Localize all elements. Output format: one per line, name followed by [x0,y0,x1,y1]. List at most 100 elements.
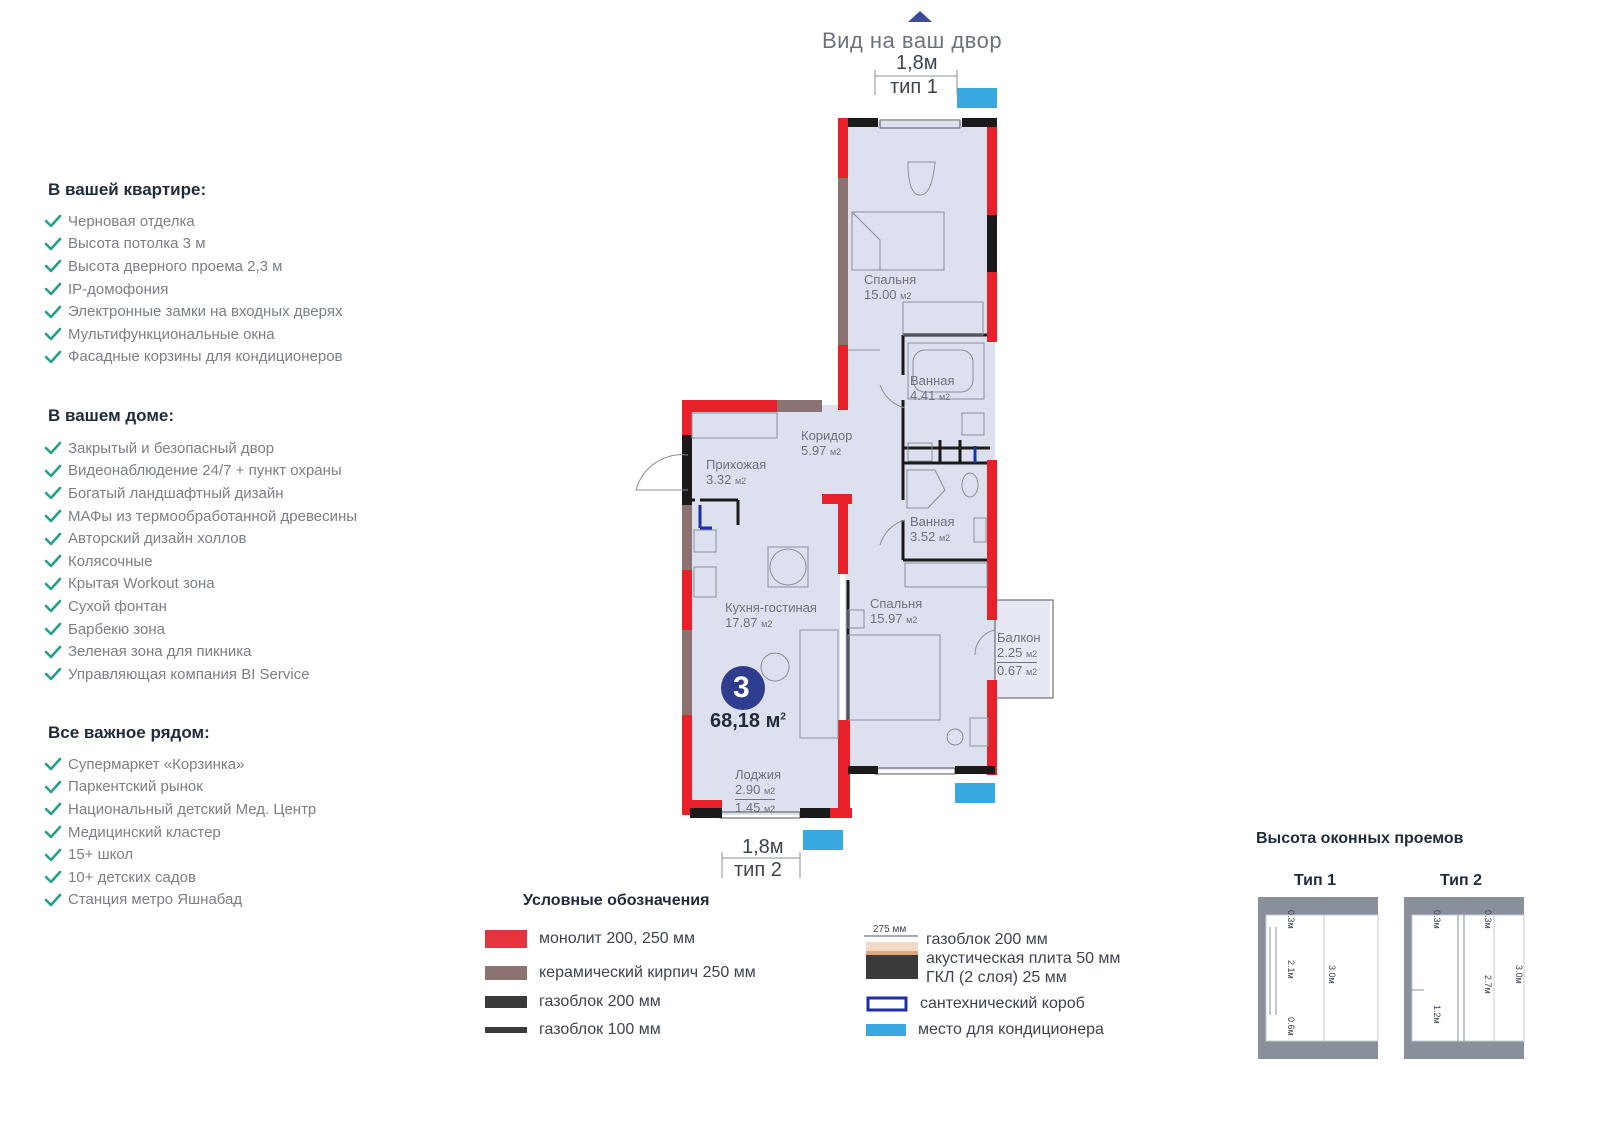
monolith-walls [682,118,997,818]
room-area-secondary: 1.45 м2 [735,799,776,815]
check-icon [44,327,62,341]
room-area: 5.97 м2 [801,443,842,458]
feature-item: 10+ детских садов [44,866,316,889]
check-icon [44,600,62,613]
window-type2-label: Тип 2 [1440,872,1483,889]
check-icon [44,554,62,568]
check-icon [44,893,62,907]
feature-text: Управляющая компания BI Service [68,665,310,683]
check-icon [44,260,62,273]
feature-text: Мультифункциональные окна [68,325,275,343]
feature-item: IP-домофония [44,278,343,301]
feature-item: Авторский дизайн холлов [44,527,357,550]
plumbing-box-swatch [866,996,908,1012]
top-window-size: 1,8м [896,52,938,74]
composite-dimension: 275 мм [873,924,907,935]
check-icon [44,577,62,591]
check-icon [44,487,62,500]
feature-item: Паркентский рынок [44,776,316,799]
check-icon [44,282,62,296]
room-name: Балкон [997,630,1041,645]
room-name: Ванная [910,514,955,529]
room-name: Спальня [864,272,917,287]
feature-item: Высота дверного проема 2,3 м [44,255,343,278]
feature-text: Крытая Workout зона [68,575,215,593]
composite-wall-labels: газоблок 200 мм акустическая плита 50 мм… [926,931,1121,986]
feature-item: Черновая отделка [44,210,343,233]
brick-swatch [485,966,527,980]
check-icon [44,757,62,771]
room-area: 2.25 м2 [997,645,1038,660]
feature-item: Фасадные корзины для кондиционеров [44,346,343,369]
feature-item: Колясочные [44,550,357,573]
bottom-window-size: 1,8м [742,836,784,858]
house-features-title: В вашем доме: [48,406,175,425]
legend-ac-place: место для кондиционера [866,1021,1104,1039]
legend-plumbing-box: сантехнический короб [866,995,1085,1013]
window-type1-diagram [1258,897,1379,1059]
feature-item: Супермаркет «Корзинка» [44,753,316,776]
view-label: Вид на ваш двор [822,28,1003,53]
room-area: 15.97 м2 [870,611,918,626]
type1-top: 0.3м [1286,910,1296,929]
gasblock-walls [682,118,997,818]
feature-item: Мультифункциональные окна [44,323,343,346]
feature-item: Медицинский кластер [44,821,316,844]
room-area: 3.32 м2 [706,472,747,487]
feature-item: 15+ школ [44,843,316,866]
feature-text: Высота потолка 3 м [68,235,206,253]
feature-item: МАФы из термообработанной древесины [44,505,357,528]
room-name: Спальня [870,596,923,611]
room-name: Лоджия [735,767,782,782]
type2-right-top: 0.3м [1483,910,1493,929]
check-icon [44,622,62,636]
feature-item: Зеленая зона для пикника [44,640,357,663]
check-icon [44,305,62,318]
legend-monolith: монолит 200, 250 мм [485,930,695,948]
feature-item: Сухой фонтан [44,595,357,618]
feature-text: Фасадные корзины для кондиционеров [68,348,343,366]
type2-total: 3.0м [1514,965,1524,984]
room-area-secondary: 0.67 м2 [997,662,1038,678]
feature-text: Колясочные [68,552,153,570]
feature-item: Богатый ландшафтный дизайн [44,482,357,505]
type2-top: 0.3м [1432,910,1442,929]
check-icon [44,667,62,681]
room-area: 17.87 м2 [725,615,773,630]
window-dimensions [721,70,958,878]
feature-item: Барбекю зона [44,618,357,641]
feature-text: Черновая отделка [68,212,195,230]
check-icon [44,848,62,861]
feature-item: Высота потолка 3 м [44,233,343,256]
feature-text: Паркентский рынок [68,778,203,796]
feature-text: Авторский дизайн холлов [68,530,247,548]
feature-text: Супермаркет «Корзинка» [68,755,245,773]
ac-swatch [866,1024,906,1036]
legend-gasblock-200: газоблок 200 мм [485,993,661,1011]
ac-places [803,88,997,850]
monolith-swatch [485,930,527,948]
feature-item: Видеонаблюдение 24/7 + пункт охраны [44,460,357,483]
rooms-count: 3 [733,671,750,704]
room-name: Ванная [910,373,955,388]
type2-mid: 2.7м [1483,975,1493,994]
brick-walls [682,178,848,715]
feature-text: IP-домофония [68,280,169,298]
feature-item: Станция метро Яшнабад [44,889,316,912]
room-name: Кухня-гостиная [725,600,817,615]
feature-text: МАФы из термообработанной древесины [68,507,358,525]
top-window-type: тип 1 [890,76,938,98]
furniture [635,161,996,747]
total-area: 68,18 м2 [710,710,786,732]
room-area: 2.90 м2 [735,782,776,797]
type1-bottom: 0.6м [1286,1017,1296,1036]
